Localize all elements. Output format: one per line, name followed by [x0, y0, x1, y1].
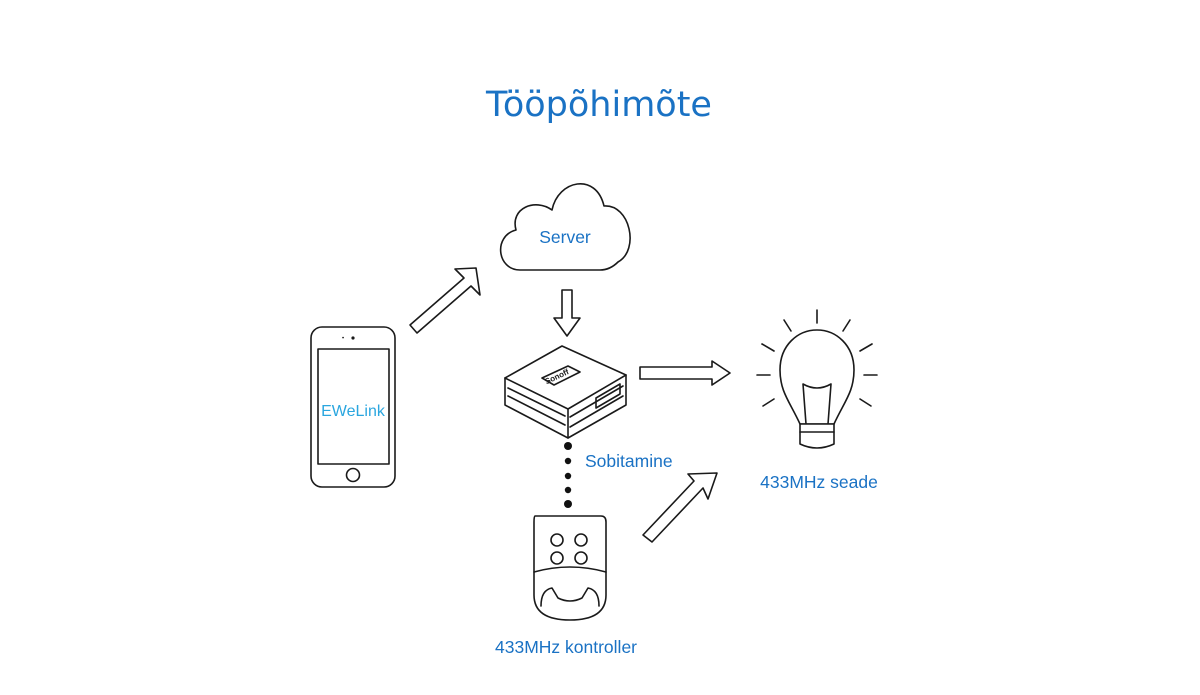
arrow-phone-to-server: [409, 267, 481, 334]
arrow-controller-to-device: [642, 472, 718, 543]
cloud-icon: [499, 182, 631, 271]
controller-label: 433MHz kontroller: [495, 637, 637, 657]
pairing-dotted-link: [564, 442, 572, 508]
smartphone-icon: [310, 326, 396, 488]
page-title: Tööpõhimõte: [485, 85, 712, 125]
server-label: Server: [539, 227, 591, 247]
pairing-label: Sobitamine: [585, 451, 673, 471]
arrow-server-to-bridge: [553, 289, 581, 337]
light-bulb-icon: [756, 309, 878, 449]
device-label: 433MHz seade: [760, 472, 878, 492]
rf-bridge-device-icon: [504, 345, 627, 439]
arrow-bridge-to-device: [639, 360, 731, 386]
ewelink-app-label: EWeLink: [321, 403, 386, 420]
remote-controller-icon: [533, 515, 607, 621]
